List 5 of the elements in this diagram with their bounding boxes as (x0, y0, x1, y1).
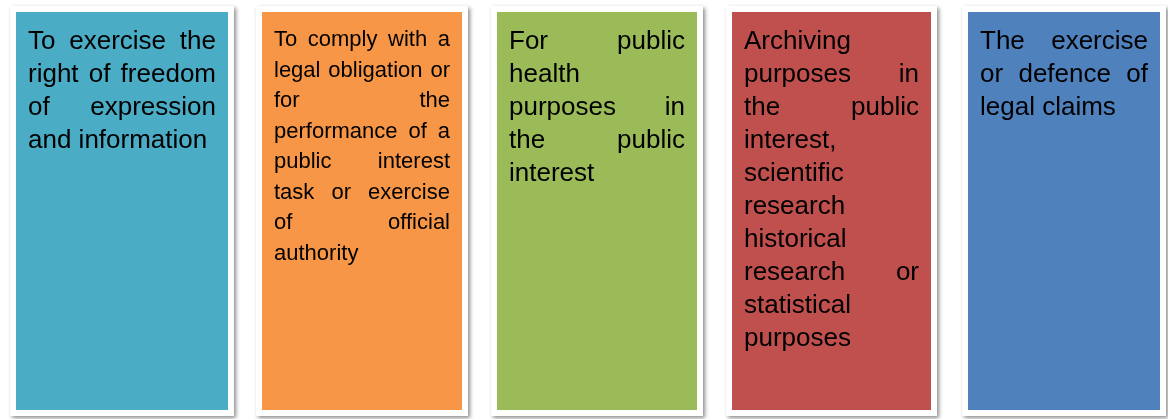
card-text: Archiving purposes in the public interest, scientific research historical research or statistical purposes (744, 24, 919, 354)
card-text: For public health purposes in the public interest (509, 24, 685, 189)
card-text: To comply with a legal obligation or for the performance of a public interest task or exercise of official authority (274, 25, 450, 267)
card-text: To exercise the right of freedom of expression and information (28, 24, 216, 156)
card-text: The exercise or defence of legal claims (980, 24, 1148, 123)
